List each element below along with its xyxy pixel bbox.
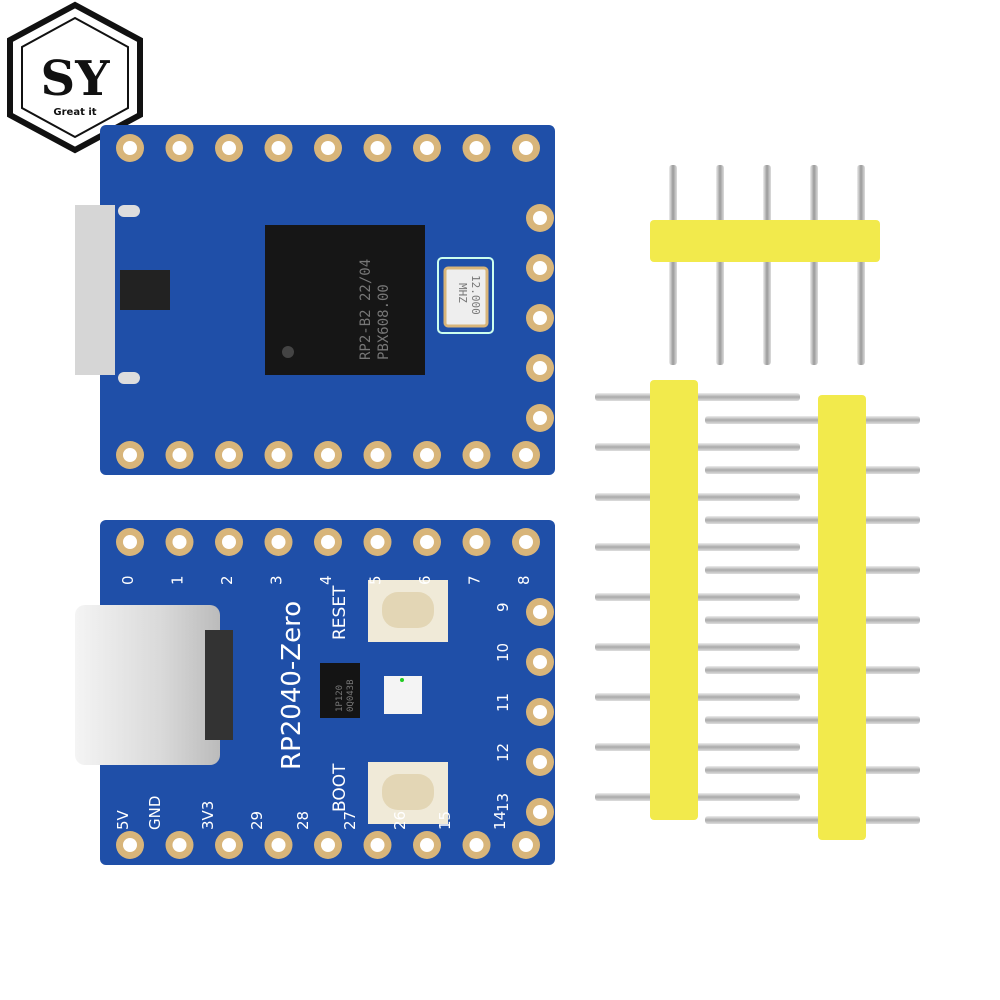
flash-marking-line2: 0Q043B bbox=[346, 679, 356, 712]
pin-header-left bbox=[595, 380, 800, 820]
board-name: RP2040-Zero bbox=[277, 601, 307, 770]
flash-marking-line1: 1P120 bbox=[335, 685, 345, 712]
pin-label: 6 bbox=[416, 575, 434, 585]
usb-c-connector bbox=[75, 605, 220, 765]
regulator-chip bbox=[120, 270, 170, 310]
top-board: RP2-B2 22/04 PBX608.00 12.000 MHZ bbox=[75, 125, 555, 475]
crystal-marking-line2: MHZ bbox=[456, 283, 469, 303]
header-pin bbox=[705, 416, 920, 424]
pin-header-right bbox=[705, 395, 920, 840]
boot-label: BOOT bbox=[330, 763, 350, 812]
header-pin bbox=[763, 165, 771, 365]
top-board-pads bbox=[116, 134, 554, 469]
mcu-marking-line1: RP2-B2 22/04 bbox=[358, 259, 374, 360]
crystal bbox=[443, 266, 489, 328]
pin-label: 8 bbox=[515, 575, 533, 585]
header-pin bbox=[705, 766, 920, 774]
bottom-board-pads bbox=[116, 528, 554, 859]
header-pin bbox=[705, 466, 920, 474]
pin-label: 1 bbox=[169, 575, 187, 585]
pin-label: 3V3 bbox=[199, 801, 217, 830]
pin-label: 29 bbox=[248, 811, 266, 830]
header-body bbox=[818, 395, 866, 840]
header-pin bbox=[810, 165, 818, 365]
brand-logo: SY Great it bbox=[7, 1, 143, 154]
pin-label: 2 bbox=[218, 575, 236, 585]
header-pin bbox=[705, 716, 920, 724]
pin-label: GND bbox=[146, 796, 164, 830]
pin-label: 3 bbox=[268, 575, 286, 585]
header-pin bbox=[705, 616, 920, 624]
pin-label: 26 bbox=[391, 811, 409, 830]
pin-label: 9 bbox=[494, 602, 512, 612]
header-pin bbox=[857, 165, 865, 365]
header-body bbox=[650, 380, 698, 820]
pin-label: 10 bbox=[494, 643, 512, 662]
flash-chip bbox=[320, 663, 360, 718]
header-pin bbox=[705, 516, 920, 524]
header-pin bbox=[669, 165, 677, 365]
pin-label: 14 bbox=[491, 811, 509, 830]
reset-label: RESET bbox=[330, 585, 350, 640]
pin-label: 0 bbox=[119, 575, 137, 585]
pin-label: 27 bbox=[341, 811, 359, 830]
pin-label: 12 bbox=[494, 743, 512, 762]
rgb-led bbox=[384, 676, 422, 714]
mcu-marking-line2: PBX608.00 bbox=[376, 284, 392, 360]
pin-header-5 bbox=[650, 165, 880, 365]
logo-letters: SY bbox=[41, 51, 111, 107]
header-pin bbox=[716, 165, 724, 365]
pin-label: 28 bbox=[294, 811, 312, 830]
header-pin bbox=[705, 666, 920, 674]
pin-label: 5 bbox=[367, 575, 385, 585]
pin-label: 15 bbox=[436, 811, 454, 830]
usb-connector-back bbox=[75, 205, 115, 375]
header-body bbox=[650, 220, 880, 262]
pin-label: 13 bbox=[494, 793, 512, 812]
crystal-marking-line1: 12.000 bbox=[469, 275, 482, 315]
logo-tagline: Great it bbox=[53, 107, 96, 118]
pin-label: 5V bbox=[114, 809, 132, 830]
pin-label: 4 bbox=[317, 575, 335, 585]
header-pin bbox=[705, 566, 920, 574]
pin-label: 11 bbox=[494, 693, 512, 712]
pin-label: 7 bbox=[466, 575, 484, 585]
header-pin bbox=[705, 816, 920, 824]
